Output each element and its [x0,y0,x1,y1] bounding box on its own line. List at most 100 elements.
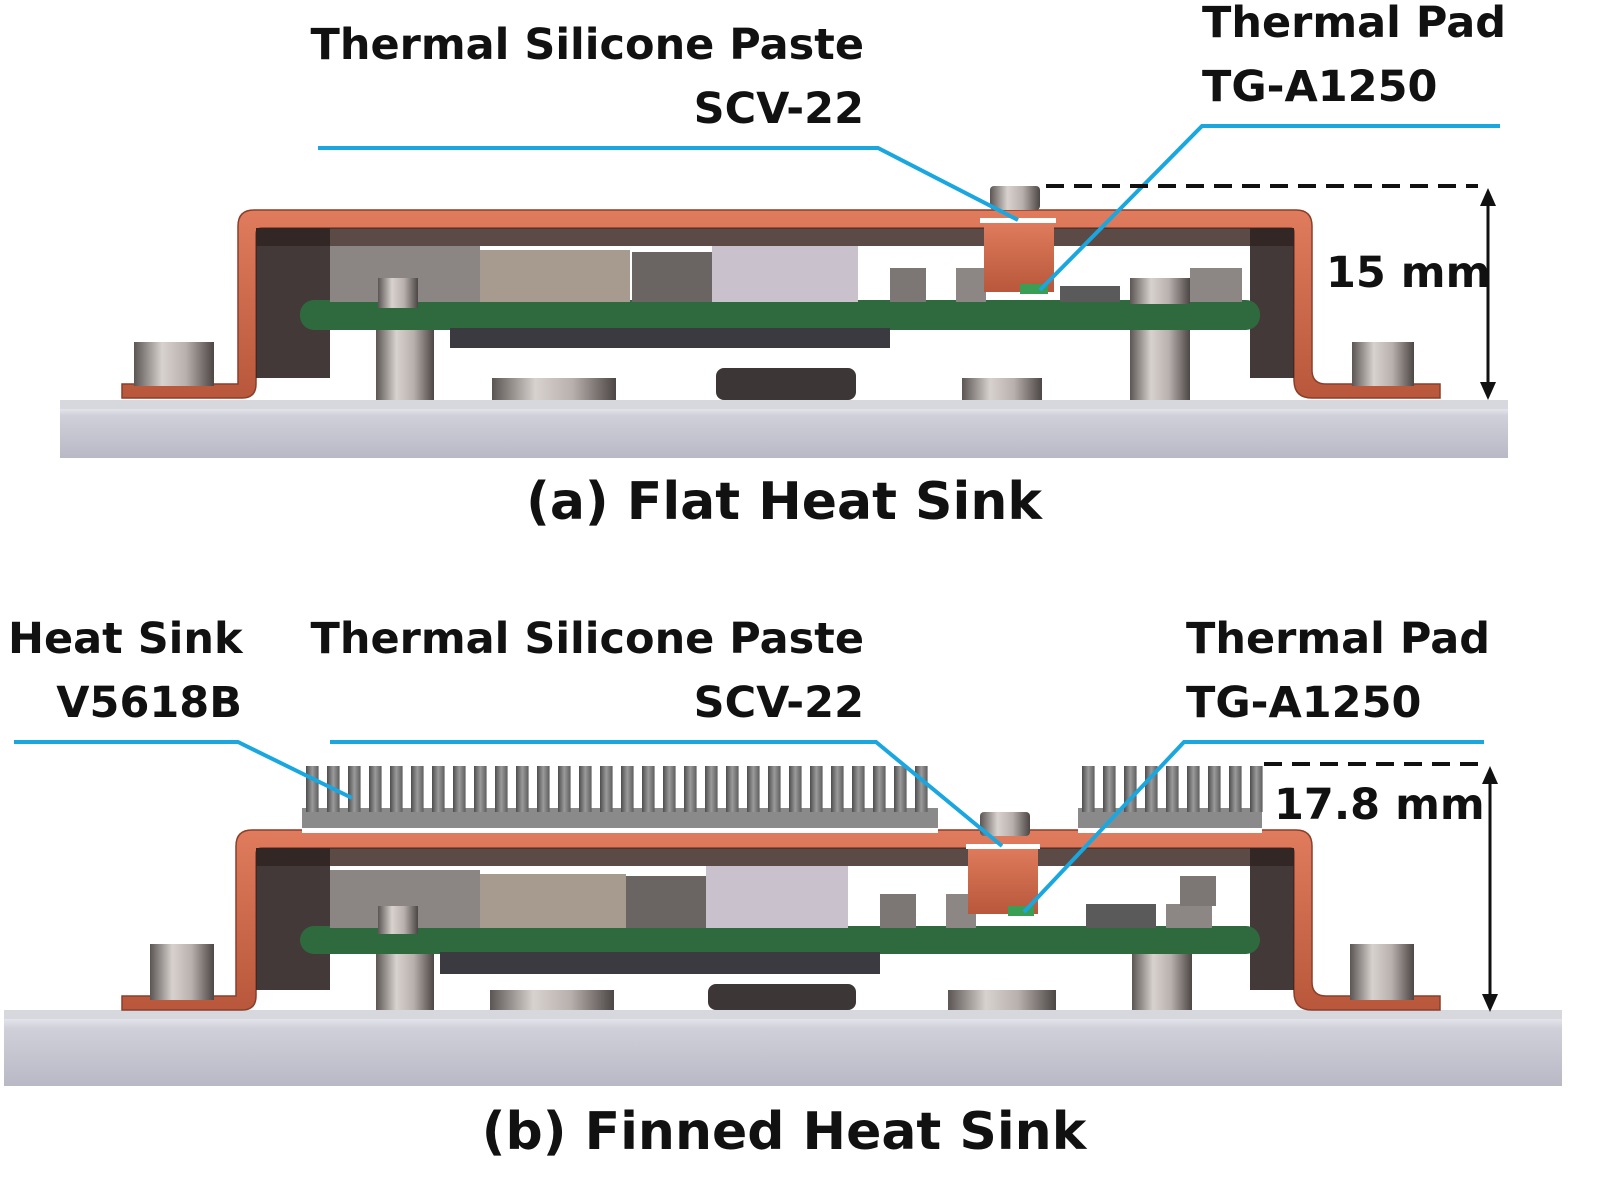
label-height-a: 15 mm [1326,248,1491,298]
heat-sink-fin [852,766,865,812]
fin-base-line-right [1078,828,1262,833]
component-8 [1060,286,1120,302]
bracket-inner-right [1250,848,1294,990]
component-2 [378,906,418,934]
pcb-underside [450,328,890,348]
heat-sink-fin [705,766,718,812]
bracket-inner [256,228,1294,246]
heat-sink-fin [348,766,361,812]
heat-sink-fin [474,766,487,812]
pcb-board [300,300,1260,330]
component-6 [880,894,916,928]
heat-sink-fin [768,766,781,812]
label-pad-a-line1: Thermal Pad [1202,0,1507,48]
thermal-pad [1008,906,1034,916]
leader-pad-b [1022,740,1484,914]
heat-sink-fin [831,766,844,812]
pcb-board [300,926,1260,954]
heat-sink-fin [579,766,592,812]
standoff-left [376,320,434,400]
label-paste-a-line1: Thermal Silicone Paste [310,20,865,70]
bottom-part-1 [490,990,614,1010]
base-plate [4,1018,1562,1086]
label-paste-a-line2: SCV-22 [693,84,864,134]
caption-a: (a) Flat Heat Sink [526,472,1042,532]
screw-head [990,186,1040,210]
label-sink-b-line2: V5618B [56,678,242,728]
heat-sink-fin [1250,766,1263,812]
bottom-part-2 [708,984,856,1010]
paste-line [966,844,1040,849]
component-8 [1086,904,1156,928]
heat-sink-fin [411,766,424,812]
bottom-part-3 [948,990,1056,1010]
base-plate-shadow [4,1010,1562,1019]
heat-sink-fin [684,766,697,812]
heat-sink-fin [642,766,655,812]
heat-sink-fin [432,766,445,812]
bracket-inner-right [1250,228,1294,378]
component-10 [1180,876,1216,906]
heat-sink-fin [915,766,928,812]
bottom-part-3 [962,378,1042,400]
heat-sink-fin [1229,766,1242,812]
side-standoff-right [1352,342,1414,386]
base-plate-shadow [60,400,1508,409]
heat-sink-fin [558,766,571,812]
base-plate [60,408,1508,458]
side-standoff-left [134,342,214,386]
heat-sink-fin [369,766,382,812]
thermal-pad [1020,284,1048,294]
heat-sink-fin [537,766,550,812]
dim-arrowhead-bottom-a [1480,382,1496,400]
component-4 [632,252,712,302]
dim-arrowhead-top-b [1482,766,1498,784]
fin-base-line-left [302,828,938,833]
side-standoff-right [1350,944,1414,1000]
heat-sink-fin [1166,766,1179,812]
component-2 [378,278,418,308]
dim-arrowhead-top-a [1480,188,1496,206]
component-4 [626,876,706,928]
dim-arrowhead-bottom-b [1482,994,1498,1012]
bracket-inner-left [256,848,330,990]
heat-sink-fin [390,766,403,812]
heat-sink-fin [1082,766,1095,812]
component-3 [480,874,626,928]
label-paste-b-line1: Thermal Silicone Paste [310,614,865,664]
heat-sink-fin [663,766,676,812]
heat-sink-fin [789,766,802,812]
bracket-inner [256,848,1294,866]
bottom-part-1 [492,378,616,400]
label-sink-b-line1: Heat Sink [8,614,243,664]
copper-pillar [984,222,1054,292]
leader-paste-b [330,740,1004,848]
heat-sink-fin [516,766,529,812]
heat-sink-fin [873,766,886,812]
panel-b [4,740,1562,1086]
copper-pillar [968,846,1038,914]
label-paste-b-line2: SCV-22 [693,678,864,728]
heat-sink-fin [1187,766,1200,812]
leader-sink-b [14,740,353,800]
heat-sink-fin [600,766,613,812]
standoff-right [1130,320,1190,400]
pcb-underside [440,952,880,974]
heat-sink-fin [1208,766,1221,812]
component-3 [480,250,630,302]
component-7 [956,268,986,302]
fins-right [1082,766,1263,812]
leader-pad-a [1038,124,1500,292]
heat-sink-fin [306,766,319,812]
label-height-b: 17.8 mm [1274,780,1485,830]
leader-paste-a [318,146,1019,222]
label-pad-a-line2: TG-A1250 [1202,62,1438,112]
component-5 [712,246,858,302]
heat-sink-fin [810,766,823,812]
screw-head [980,812,1030,836]
component-9 [1130,278,1190,304]
component-5 [706,866,848,928]
label-pad-b-line2: TG-A1250 [1186,678,1422,728]
